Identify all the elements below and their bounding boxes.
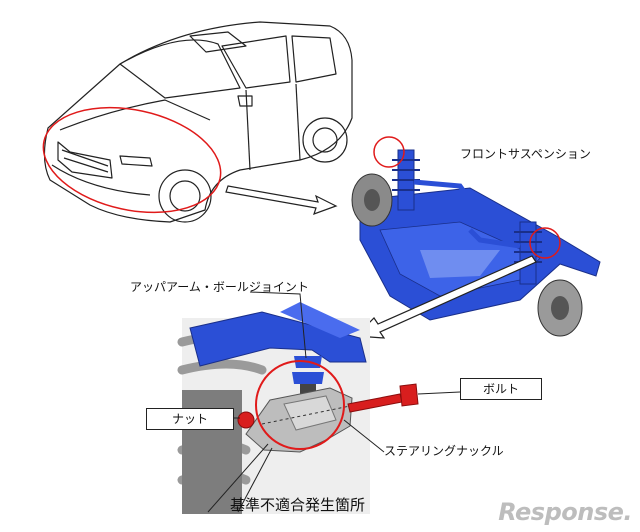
upper-right-highlight-circle bbox=[529, 227, 561, 259]
response-watermark: Response. bbox=[498, 498, 632, 526]
ball-joint-highlight-circle bbox=[255, 360, 345, 450]
front-highlight-circle bbox=[42, 106, 222, 214]
leader-lines bbox=[207, 291, 461, 513]
detail-closeup bbox=[177, 302, 419, 514]
label-steering-knuckle: ステアリングナックル bbox=[384, 444, 504, 458]
upper-left-highlight-circle bbox=[373, 136, 405, 168]
car-illustration bbox=[43, 21, 353, 223]
arrow-car-to-suspension bbox=[225, 185, 338, 215]
suspension-illustration bbox=[351, 149, 601, 337]
label-nut: ナット bbox=[146, 408, 234, 430]
label-bolt: ボルト bbox=[460, 378, 542, 400]
label-defect-location: 基準不適合発生箇所 bbox=[230, 496, 366, 514]
label-upper-arm-ball-joint: アッパアーム・ボールジョイント bbox=[130, 280, 309, 294]
label-front-suspension: フロントサスペンション bbox=[460, 147, 591, 161]
